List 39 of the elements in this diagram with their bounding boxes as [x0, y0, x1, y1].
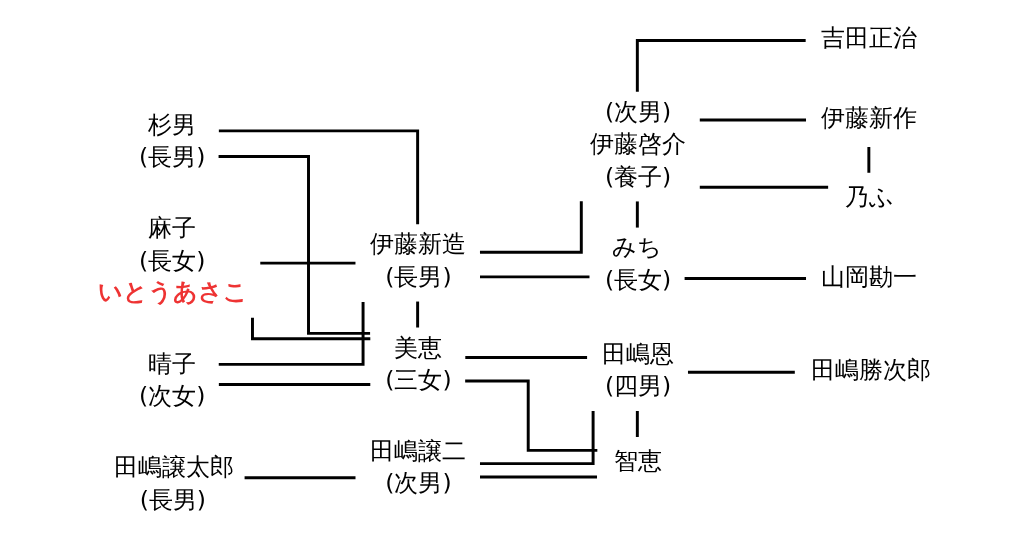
node-label: いとうあさこ — [97, 277, 248, 306]
connector — [465, 379, 598, 452]
connector — [635, 201, 639, 228]
connector — [635, 38, 806, 92]
connector — [479, 201, 583, 254]
node-text: (次男) 伊藤啓介 (養子) — [590, 97, 687, 191]
connector — [699, 118, 806, 122]
node-text: 田嶋勝次郎 — [810, 355, 931, 384]
connector — [218, 129, 420, 225]
connector — [465, 356, 588, 359]
connector — [688, 370, 795, 374]
node-text: みち (長女) — [604, 233, 672, 294]
node-text: 吉田正治 — [820, 24, 917, 53]
connector — [416, 301, 420, 328]
node-text: 麻子 (長女) — [138, 214, 206, 275]
connector — [480, 475, 597, 479]
connector — [260, 261, 356, 265]
connector — [244, 476, 356, 480]
connector — [699, 185, 829, 189]
node-text: 山岡勘一 — [820, 262, 917, 291]
connector — [684, 277, 806, 281]
node-text: 田嶋恩 (四男) — [601, 339, 674, 401]
connector — [251, 317, 371, 341]
node-text: 田嶋譲二 (次男) — [370, 436, 467, 498]
connector — [867, 147, 871, 173]
node-text: 杉男 (長男) — [138, 111, 206, 172]
connector — [218, 301, 365, 366]
connector — [218, 154, 371, 335]
connector — [480, 411, 595, 466]
node-text: 伊藤新造 (長男) — [370, 230, 467, 291]
node-text: 伊藤新作 — [820, 103, 917, 132]
connector — [635, 411, 639, 437]
node-text: 乃ふ — [844, 183, 894, 212]
connector — [218, 383, 371, 386]
node-text: 田嶋譲太郎 (長男) — [113, 453, 234, 514]
node-text: 晴子 (次女) — [138, 349, 206, 411]
node-text: 美恵 (三女) — [385, 333, 452, 395]
node-text: 智恵 — [613, 447, 662, 476]
connector — [480, 275, 590, 279]
